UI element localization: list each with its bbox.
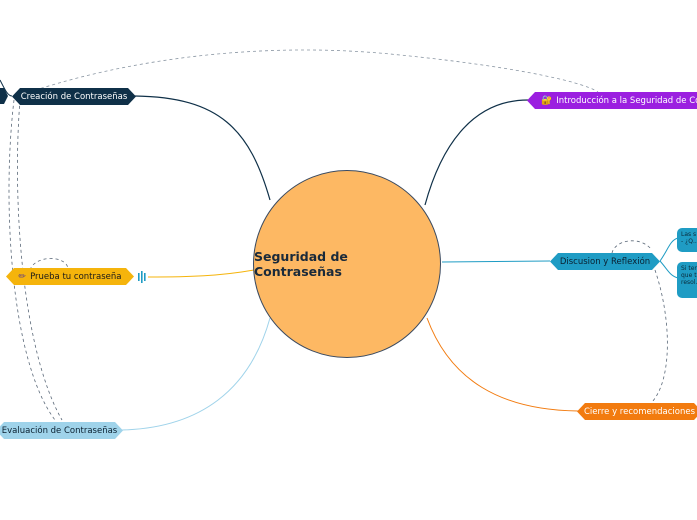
relation-discusion-loop [611,240,653,254]
offscreen-node-fragment [0,88,8,104]
connector-discusion [441,260,551,263]
node-prueba-label: Prueba tu contraseña [30,271,122,282]
node-evaluacion[interactable]: Evaluación de Contraseñas [0,422,123,439]
equalizer-icon [138,271,146,283]
connector-left-edge [0,79,13,97]
node-creacion[interactable]: Creación de Contraseñas [12,88,136,105]
connector-discusion-child-2 [659,260,679,279]
relation-top-arc [17,49,599,97]
node-evaluacion-label: Evaluación de Contraseñas [1,425,118,436]
node-creacion-label: Creación de Contraseñas [20,91,128,102]
node-cierre-label: Cierre y recomendaciones [583,406,696,417]
node-introduccion[interactable]: 🔐 Introducción a la Seguridad de Contra [527,92,697,109]
node-cierre[interactable]: Cierre y recomendaciones [577,403,697,420]
lock-key-icon: 🔐 [541,95,553,106]
central-topic-label: Seguridad de Contraseñas [254,249,348,279]
connector-cierre [426,317,579,412]
relation-prueba-loop [29,258,69,271]
discusion-child-2-text: Si ten que te resol... [681,265,697,286]
connector-introduccion [424,99,529,206]
connector-evaluacion [121,317,271,431]
relation-left-vertical-2 [17,99,63,421]
node-discusion-label: Discusion y Reflexión [559,256,651,267]
relation-discusion-cierre [651,269,668,403]
connector-creacion [134,95,271,201]
central-topic[interactable]: Seguridad de Contraseñas [253,170,441,358]
node-prueba[interactable]: ✏ Prueba tu contraseña [6,268,134,285]
pencil-icon: ✏ [18,271,27,282]
connector-discusion-child-1 [659,237,679,262]
node-introduccion-label: Introducción a la Seguridad de Contra [556,95,696,106]
discusion-child-1[interactable]: Las s - ¿Q... [677,228,697,252]
discusion-child-1-text: Las s - ¿Q... [681,231,697,245]
relation-left-vertical-1 [8,99,56,421]
node-discusion[interactable]: Discusion y Reflexión [550,253,660,270]
discusion-child-2[interactable]: Si ten que te resol... [677,262,697,298]
connector-prueba [147,269,255,278]
